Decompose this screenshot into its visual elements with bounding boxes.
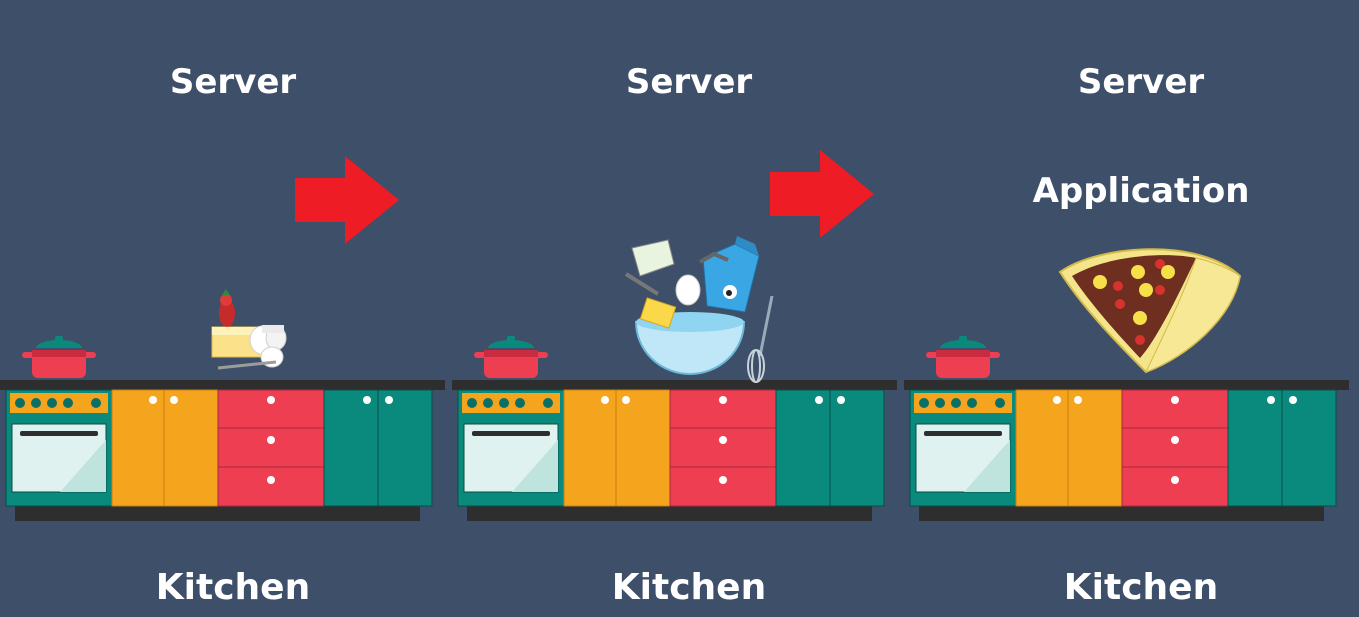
application-label: Application [1032,171,1250,211]
mixing-bowl-icon [624,236,774,383]
panel-1 [0,156,446,522]
kitchen-counter-1 [0,335,446,522]
kitchen-counter-3 [903,335,1350,522]
kitchen-label-3: Kitchen [1063,567,1219,608]
panel-2 [451,150,898,522]
server-label-1: Server [169,62,297,102]
ingredients-icon [211,289,287,370]
crepe-icon [1058,248,1242,374]
kitchen-label-1: Kitchen [155,567,311,608]
server-label-3: Server [1077,62,1205,102]
panel-3 [903,248,1350,522]
arrow-right-icon-1 [295,156,399,244]
kitchen-label-2: Kitchen [611,567,767,608]
arrow-right-icon-2 [770,150,874,238]
server-label-2: Server [625,62,753,102]
